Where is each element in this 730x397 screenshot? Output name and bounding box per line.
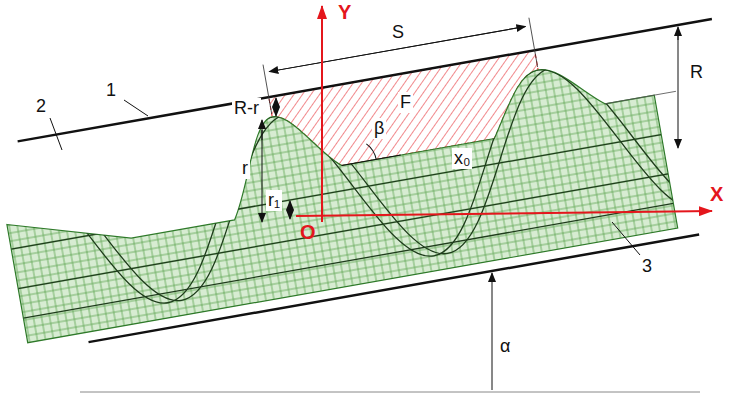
axis-label: Y [336,2,353,23]
dimension-label: S [390,22,406,43]
part-number: 2 [34,96,48,117]
angle-label: β [372,118,386,139]
dimension-label: r₁ [266,190,282,211]
coordinate-label: x₀ [452,148,472,169]
dimension-label: R-r [232,98,261,119]
axis-label: X [708,184,725,205]
area-label: F [398,92,413,113]
dimension-label: r [240,158,250,179]
part-number: 1 [104,80,118,101]
part-number: 3 [640,256,654,277]
angle-label: α [498,336,512,357]
dimension-label: R [688,62,705,83]
axis-origin: O [298,222,318,243]
